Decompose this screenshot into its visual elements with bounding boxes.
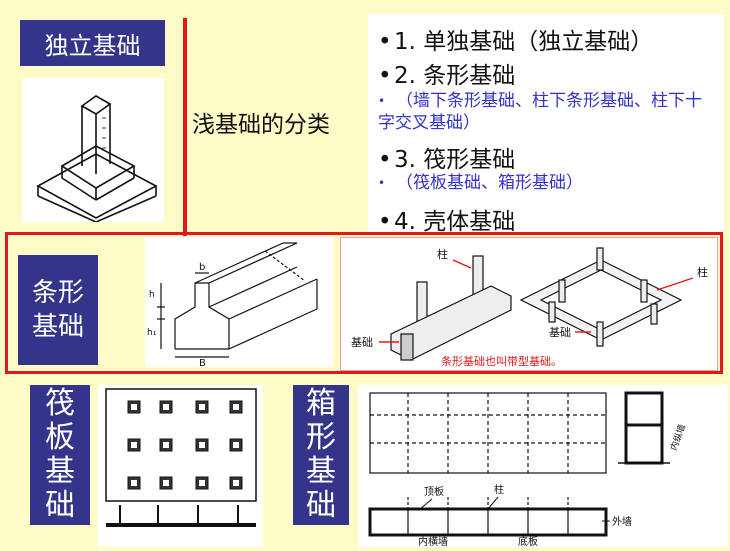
callout-top-slab: 顶板 <box>424 485 444 498</box>
shallow-foundation-title: 浅基础的分类 <box>192 105 330 139</box>
raft-column-core <box>199 442 205 448</box>
label-isolated-foundation: 独立基础 <box>20 20 165 66</box>
list-item-4: •4. 壳体基础 <box>378 202 515 236</box>
raft-column-core <box>131 404 137 410</box>
label-box-foundation: 箱形基础 <box>293 385 349 525</box>
raft-column-core <box>131 442 137 448</box>
raft-column-core <box>233 404 239 410</box>
raft-column-core <box>199 480 205 486</box>
raft-column-core <box>233 480 239 486</box>
list-item-2-sub: •（墙下条形基础、柱下条形基础、柱下十字交叉基础） <box>378 90 718 134</box>
callout-foundation-left: 基础 <box>351 336 373 349</box>
label-strip-foundation: 条形基础 <box>18 255 98 365</box>
callout-column-right: 柱 <box>697 265 708 279</box>
raft-column-core <box>163 480 169 486</box>
callout-inner-long-wall: 内纵墙 <box>668 423 689 452</box>
divider-vertical <box>183 18 187 236</box>
label-raft-foundation: 筏板基础 <box>30 385 90 525</box>
dim-B-label: B <box>199 358 206 367</box>
callout-bottom-slab: 底板 <box>518 535 538 547</box>
callout-outer-wall: 外墙 <box>612 515 632 528</box>
strip-note: 条形基础也叫带型基础。 <box>441 354 562 368</box>
raft-column-core <box>163 442 169 448</box>
raft-plan-figure <box>98 385 263 547</box>
raft-column-core <box>233 442 239 448</box>
list-item-3: •3. 筏形基础 <box>378 140 515 174</box>
isolated-footing-figure <box>22 78 164 222</box>
callout-column-left: 柱 <box>437 247 448 261</box>
list-item-1: •1. 单独基础（独立基础） <box>378 22 653 56</box>
dim-h-label: h <box>149 290 155 300</box>
callout-foundation-right: 基础 <box>549 326 571 339</box>
dim-b-label: b <box>199 262 205 273</box>
callout-inner-wall: 内横墙 <box>418 535 448 547</box>
classification-list: •1. 单独基础（独立基础） •2. 条形基础 •（墙下条形基础、柱下条形基础、… <box>368 14 724 234</box>
strip-3d-figure: 柱 基础 柱 基础 条形基础也叫带型基础。 <box>340 237 718 371</box>
list-item-2: •2. 条形基础 <box>378 56 515 90</box>
box-foundation-figure: 顶板 柱 外墙 内横墙 底板 内纵墙 <box>358 385 728 547</box>
callout-box-column: 柱 <box>494 483 504 496</box>
strip-section-figure: b B h h₁ <box>145 237 333 367</box>
raft-column-core <box>199 404 205 410</box>
raft-column-core <box>163 404 169 410</box>
raft-column-core <box>131 480 137 486</box>
dim-h1-label: h₁ <box>147 328 157 338</box>
list-item-3-sub: •（筏板基础、箱形基础） <box>378 172 583 194</box>
